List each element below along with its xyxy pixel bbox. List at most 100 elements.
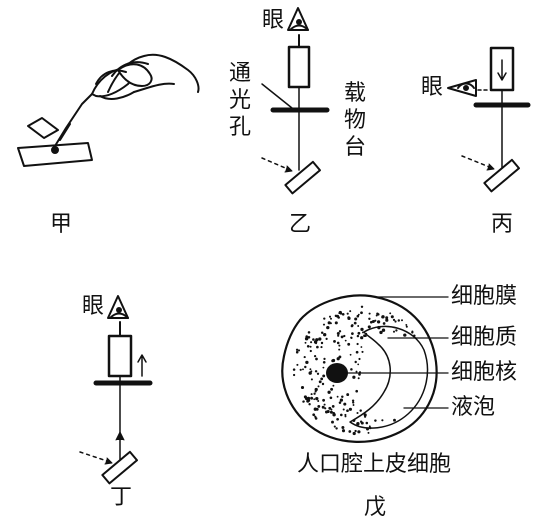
cytoplasm-dot xyxy=(346,409,349,413)
cytoplasm-dot xyxy=(347,342,351,346)
cytoplasm-dot xyxy=(304,341,307,344)
cytoplasm-dot xyxy=(354,429,357,433)
mirror xyxy=(284,160,322,195)
cytoplasm-dot xyxy=(360,311,363,315)
cytoplasm-dot xyxy=(326,325,330,330)
cytoplasm-dot xyxy=(322,366,325,369)
cytoplasm-dot xyxy=(374,419,377,422)
cytoplasm-dot xyxy=(353,321,357,325)
vacuole-label: 液泡 xyxy=(451,395,496,420)
cytoplasm-dot xyxy=(351,332,354,335)
cytoplasm-dot xyxy=(338,344,341,347)
cytoplasm-dot xyxy=(310,393,313,396)
down-arrow xyxy=(497,59,507,81)
panel-ding-drawing xyxy=(79,295,153,485)
cytoplasm-dot xyxy=(368,426,372,430)
cytoplasm-dot xyxy=(318,380,322,384)
cytoplasm-dot xyxy=(309,368,312,371)
cytoplasm-dot xyxy=(357,331,361,335)
cytoplasm-stipple xyxy=(292,305,417,436)
eye-icon-yi xyxy=(287,7,309,31)
cytoplasm-dot xyxy=(354,317,358,321)
cytoplasm-dot xyxy=(341,312,345,316)
cytoplasm-dot xyxy=(332,413,336,417)
cytoplasm-dot xyxy=(349,353,352,356)
cytoplasm-dot xyxy=(385,316,389,320)
cytoplasm-dot xyxy=(359,420,363,423)
cytoplasm-dot xyxy=(317,385,320,388)
cytoplasm-dot xyxy=(361,350,364,353)
cytoplasm-dot xyxy=(354,360,357,364)
cytoplasm-dot xyxy=(344,339,347,342)
cytoplasm-dot xyxy=(317,404,321,408)
cytoplasm-dot xyxy=(347,316,351,319)
cytoplasm-dot xyxy=(320,346,323,349)
cytoplasm-dot xyxy=(321,382,325,386)
cytoplasm-dot xyxy=(356,422,360,426)
cytoplasm-dot xyxy=(295,348,299,351)
cytoplasm-dot xyxy=(341,429,346,433)
vacuole xyxy=(349,325,429,429)
cytoplasm-dot xyxy=(312,338,315,341)
cytoplasm-dot xyxy=(356,411,359,415)
cytoplasm-dot xyxy=(335,427,338,430)
cytoplasm-dot xyxy=(330,408,333,411)
cytoplasm-dot xyxy=(401,319,403,322)
cytoplasm-dot xyxy=(338,401,342,404)
cytoplasm-dot xyxy=(324,407,327,410)
cytoplasm-dot xyxy=(360,305,364,309)
light-ray xyxy=(461,155,493,169)
cytoplasm-dot xyxy=(314,370,318,373)
cytoplasm-dot xyxy=(414,337,417,339)
nucleus xyxy=(326,363,348,383)
cytoplasm-dot xyxy=(295,350,299,354)
cytoplasm-dot xyxy=(375,314,378,317)
cytoplasm-dot xyxy=(315,396,319,401)
cytoplasm-dot xyxy=(314,417,318,420)
cover-slip xyxy=(27,117,59,139)
cytoplasm-dot xyxy=(327,321,331,325)
cytoplasm-dot xyxy=(367,325,371,329)
cytoplasm-dot xyxy=(292,368,296,371)
cytoplasm-dot xyxy=(385,318,389,322)
cytoplasm-dot xyxy=(368,317,371,321)
cytoplasm-dot xyxy=(350,336,353,339)
cytoplasm-dot xyxy=(348,430,352,433)
cytoplasm-dot xyxy=(341,426,345,429)
stage-char-1: 载 xyxy=(343,81,366,106)
cytoplasm-dot xyxy=(292,373,296,377)
cytoplasm-dot xyxy=(343,402,347,406)
cytoplasm-dot xyxy=(331,420,334,424)
cytoplasm-dot xyxy=(377,313,380,316)
cytoplasm-dot xyxy=(302,368,304,371)
stage-char-2: 物 xyxy=(343,108,366,133)
cytoplasm-dot xyxy=(352,401,355,404)
cytoplasm-dot xyxy=(343,334,346,338)
cytoplasm-dot xyxy=(346,312,349,315)
drop xyxy=(51,146,59,154)
cytoplasm-dot xyxy=(317,400,320,402)
cytoplasm-dot xyxy=(329,396,333,400)
cytoplasm-dot xyxy=(395,329,398,332)
cytoplasm-dot xyxy=(350,368,353,371)
cytoplasm-dot xyxy=(356,334,360,338)
cell-title: 人口腔上皮细胞 xyxy=(297,452,452,477)
cytoplasm-dot xyxy=(353,418,356,421)
panel-wu-drawing xyxy=(281,294,449,443)
cytoplasm-dot xyxy=(308,371,312,375)
cytoplasm-dot xyxy=(307,335,311,339)
aperture-label: 通 光 孔 xyxy=(228,60,252,141)
panel-jia-drawing xyxy=(17,53,200,167)
cytoplasm-dot xyxy=(344,415,347,418)
cytoplasm-dot xyxy=(309,349,312,353)
eyepiece-tube xyxy=(107,334,133,378)
cytoplasm-dot xyxy=(350,324,354,328)
cytoplasm-dot xyxy=(355,370,358,373)
cytoplasm-dot xyxy=(370,320,373,324)
cytoplasm-dot xyxy=(357,377,360,380)
panel-yi-drawing xyxy=(261,7,330,195)
cytoplasm-dot xyxy=(310,378,313,381)
light-ray xyxy=(79,451,111,463)
